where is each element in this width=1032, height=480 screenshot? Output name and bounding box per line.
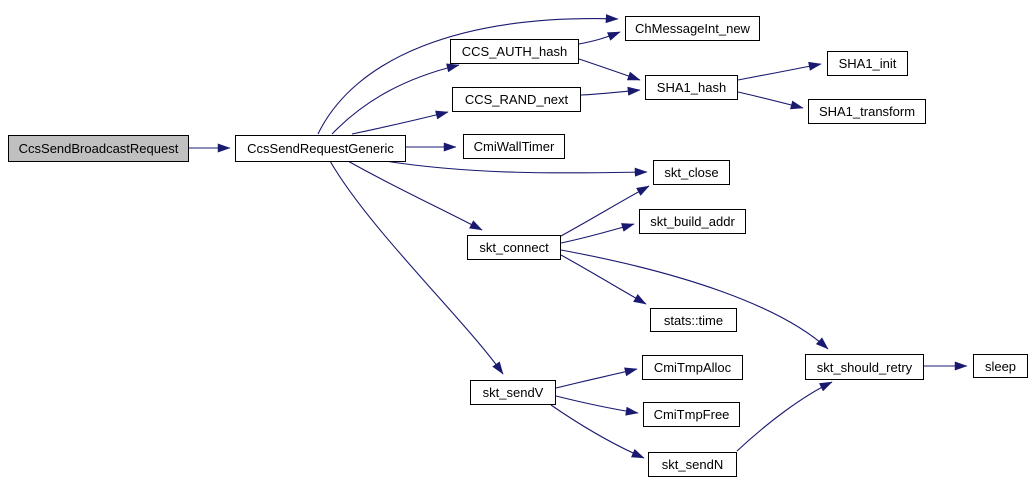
node-sha1-transform[interactable]: SHA1_transform [808,99,926,124]
node-chmessageint-new[interactable]: ChMessageInt_new [625,16,760,41]
edge-skt-connect-to-skt-close [560,185,650,237]
edge-skt-sendv-to-cmitmpfree [555,395,639,416]
edge-generic-to-ccs-rand-next [351,110,449,135]
edge-ccs-auth-hash-to-chmessageint-new [578,31,621,45]
edge-sha1-hash-to-sha1-transform [737,91,804,110]
node-cmitmpfree[interactable]: CmiTmpFree [643,402,740,427]
node-ccs-send-broadcast-request: CcsSendBroadcastRequest [8,135,189,162]
edge-generic-to-skt-close [384,160,648,177]
edge-skt-sendv-to-cmitmpalloc [555,367,638,389]
node-sha1-init[interactable]: SHA1_init [827,51,908,76]
edge-skt-connect-to-stats-time [560,254,647,305]
edge-skt-sendv-to-skt-sendn [550,404,645,459]
edge-ccs-rand-next-to-sha1-hash [580,86,641,96]
edge-sha1-hash-to-sha1-init [737,61,822,81]
node-ccs-send-request-generic[interactable]: CcsSendRequestGeneric [235,135,406,162]
node-skt-sendn[interactable]: skt_sendN [648,452,737,477]
node-sleep[interactable]: sleep [973,354,1028,378]
edge-ccs-auth-hash-to-sha1-hash [578,58,641,81]
node-ccs-rand-next[interactable]: CCS_RAND_next [452,87,581,112]
edge-skt-sendn-to-skt-should-retry [736,381,833,452]
node-skt-close[interactable]: skt_close [653,160,730,185]
node-skt-connect[interactable]: skt_connect [467,235,561,260]
edge-generic-to-chmessageint-new [317,14,619,135]
edge-generic-to-skt-connect [347,160,483,231]
node-ccs-auth-hash[interactable]: CCS_AUTH_hash [450,39,579,64]
node-cmiwalltimer[interactable]: CmiWallTimer [463,134,565,159]
node-skt-sendv[interactable]: skt_sendV [470,380,556,405]
node-cmitmpalloc[interactable]: CmiTmpAlloc [642,355,743,380]
edge-generic-to-ccs-auth-hash [331,63,460,135]
node-skt-should-retry[interactable]: skt_should_retry [805,354,924,380]
edge-skt-connect-to-skt-should-retry [560,249,829,350]
node-stats-time[interactable]: stats::time [650,308,737,332]
node-sha1-hash[interactable]: SHA1_hash [645,75,738,100]
node-skt-build-addr[interactable]: skt_build_addr [639,209,746,234]
edge-skt-connect-to-skt-build-addr [560,223,635,244]
edge-generic-to-skt-sendv [329,160,504,375]
